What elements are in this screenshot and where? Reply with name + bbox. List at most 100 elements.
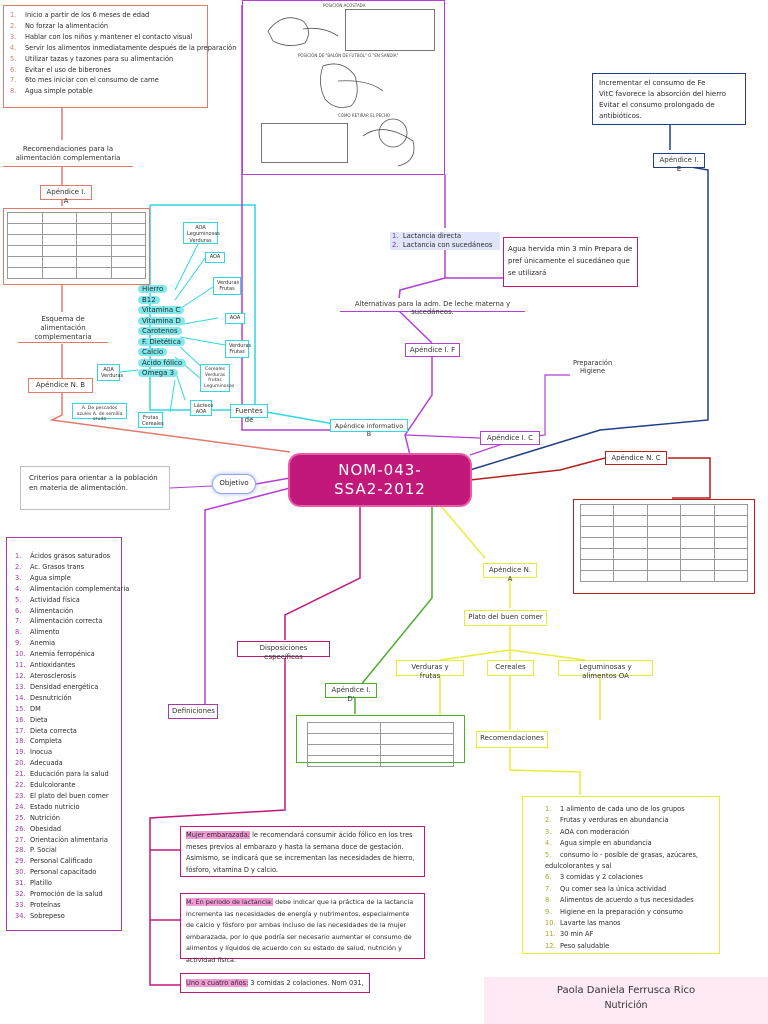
source-pescados: A. De pescados azules A. de semilla orud… [72, 403, 127, 422]
list-item: 13.Densidad energética [15, 682, 117, 693]
list-item: 5.Utilizar tazas y tazones para su alime… [10, 54, 174, 63]
list-number: 4. [15, 584, 22, 593]
list-text: Personal capacitado [30, 868, 97, 877]
list-item: 21.Educación para la salud [15, 769, 117, 780]
list-item: 4.Servir los alimentos inmediatamente de… [10, 43, 237, 52]
mujer-embarazada-box: Mujer embarazada: le recomendará consumi… [180, 826, 425, 877]
list-text: Educación para la salud [30, 770, 109, 779]
list-item: 3.Hablar con los niños y mantener el con… [10, 32, 193, 41]
list-number: 18. [15, 737, 26, 746]
top-left-recommendations-box: 1.Inicio a partir de los 6 meses de edad… [3, 5, 237, 108]
list-number: 10. [545, 919, 556, 928]
list-item: 31.Platillo [15, 878, 117, 889]
hierro-box: Incrementar el consumo de Fe VitC favore… [592, 73, 746, 125]
apendice-na-node: Apéndice N. A [483, 563, 537, 583]
list-item: 9. Anemia [15, 638, 117, 649]
list-text: Sobrepeso [30, 911, 65, 920]
instruction-box-bottom [261, 123, 348, 163]
list-item: 2.No forzar la alimentación [10, 21, 109, 30]
preparacion-higiene-label: Preparación Higiene [570, 357, 615, 381]
list-text: Adecuada [30, 759, 63, 768]
central-title-line1: NOM-043- [338, 461, 422, 479]
list-number: 16. [15, 715, 26, 724]
fe-line-1: Incrementar el consumo de Fe [599, 79, 706, 87]
list-item: 4.Agua simple en abundancia [545, 838, 715, 849]
list-item: 8.Agua simple potable [10, 87, 93, 96]
list-text: DM [30, 704, 41, 713]
source-aoa-leguminosas: AOA Leguminosas Verduras [183, 222, 220, 244]
list-number: 24. [15, 802, 26, 811]
list-number: 22. [15, 781, 26, 790]
list-item: 27.Orientación alimentaria [15, 835, 117, 846]
recomendaciones-node: Recomendaciones [476, 731, 548, 748]
nutrient-omega-3: Omega 3 [138, 368, 186, 379]
list-item: 8.Alimentos de acuerdo a tus necesidades [545, 895, 715, 906]
source-lacteos-aoa: Lácteos AOA [190, 400, 213, 416]
list-text: Inocua [30, 748, 53, 757]
list-text: Alimentación complementaria [30, 584, 130, 593]
list-number: 12. [15, 671, 26, 680]
list-item: 33.Proteínas [15, 900, 117, 911]
list-item: 25.Nutrición [15, 813, 117, 824]
list-text: Completa [30, 737, 62, 746]
list-number: 20. [15, 759, 26, 768]
periodo-lactancia-highlight: M. En periodo de lactancia: [186, 898, 274, 906]
list-item: 7.Qu comer sea la única actividad [545, 884, 715, 895]
list-number: 32. [15, 890, 26, 899]
list-item: 7.Alimentación correcta [15, 616, 117, 627]
list-text: Antioxidantes [30, 661, 76, 670]
list-text: 3 comidas y 2 colaciones [560, 873, 643, 882]
list-text: Anemia [30, 639, 56, 648]
list-text: Ácidos grasos saturados [30, 552, 111, 560]
apendice-informativo-b-node: Apéndice informativo B [330, 419, 408, 438]
list-text: consumo lo - posible de grasas, azúcares… [545, 850, 698, 871]
apendice-if-node: Apéndice I. F [405, 343, 460, 357]
author-card: Paola Daniela Ferrusca Rico Nutrición [484, 977, 768, 1024]
list-number: 14. [15, 693, 26, 702]
list-item: 9.Higiene en la preparación y consumo [545, 907, 715, 918]
list-text: Alimentación [30, 606, 74, 615]
list-item: 22.Edulcolorante [15, 780, 117, 791]
list-item: 1.Ácidos grasos saturados [15, 551, 117, 562]
list-item: 24.Estado nutricio [15, 802, 117, 813]
mujer-embarazada-highlight: Mujer embarazada: [186, 831, 250, 839]
agua-hervida-text: Agua hervida min 3 min Prepara de pref ú… [508, 245, 633, 277]
list-text: Anemia ferropénica [30, 650, 95, 659]
list-text: Qu comer sea la única actividad [560, 884, 667, 893]
lactancia-list: 1. Lactancia directa 2. Lactancia con su… [390, 232, 500, 250]
uno-cuatro-highlight: Uno a cuatro años: [186, 979, 249, 987]
instruction-box-top [345, 9, 435, 51]
list-item: 8.Alimento [15, 627, 117, 638]
list-number: 9. [15, 639, 22, 648]
list-item: 2.Ac. Grasos trans [15, 562, 117, 573]
nutrient-vitamina-d: Vitamina D [138, 316, 186, 327]
list-text: Ac. Grasos trans [30, 562, 85, 571]
list-number: 31. [15, 879, 26, 888]
list-item: 14.Desnutrición [15, 693, 117, 704]
list-number: 28. [15, 846, 26, 855]
nutrient-calcio: Calcio [138, 347, 186, 358]
esquema-label: Esquema de alimentación complementaria [18, 313, 108, 343]
source-aoa: AOA [205, 252, 225, 263]
list-text: Lavarte las manos [560, 919, 621, 928]
list-text: Orientación alimentaria [30, 835, 108, 844]
list-text: Actividad física [30, 595, 80, 604]
list-item: 12.Peso saludable [545, 941, 715, 952]
list-number: 3. [15, 573, 22, 582]
caption-top: POSICIÓN ACOSTADA [323, 3, 366, 8]
lactancia-directa: 1. Lactancia directa [390, 232, 500, 241]
list-item: 6.3 comidas y 2 colaciones [545, 872, 715, 883]
mother-baby-sketch [267, 17, 415, 167]
nutrient-acido-folico: Ácido fólico [138, 358, 187, 369]
list-text: 1 alimento de cada uno de los grupos [560, 805, 685, 813]
list-number: 7. [15, 617, 22, 626]
list-text: Dieta [30, 715, 48, 724]
list-number: 9. [545, 907, 552, 916]
list-number: 26. [15, 824, 26, 833]
list-item: 5.Actividad física [15, 595, 117, 606]
nutrient-hierro: Hierro [138, 284, 186, 295]
breastfeeding-positions-image: POSICIÓN ACOSTADA POSICIÓN DE "BALÓN DE … [242, 0, 445, 175]
plato-buen-comer-node: Plato del buen comer [464, 610, 547, 626]
list-item: 6.Alimentación [15, 606, 117, 617]
